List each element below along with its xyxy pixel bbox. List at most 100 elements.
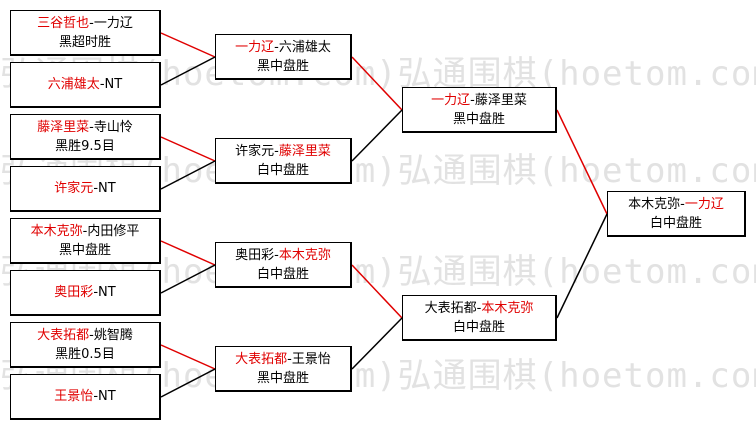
vs-dash: -	[470, 92, 475, 108]
match-players: 许家元-藤泽里菜	[235, 142, 331, 161]
match-players: 大表拓都-姚智腾	[37, 326, 133, 345]
player-name: 许家元	[54, 181, 94, 196]
round1-match-box: 六浦雄太-NT	[10, 62, 161, 108]
match-result: 黑中盘胜	[58, 242, 111, 258]
player-name: 一力辽	[93, 15, 133, 31]
match-result: 白中盘胜	[256, 266, 309, 282]
vs-dash: -	[93, 389, 99, 404]
player-name: 六浦雄太	[278, 39, 331, 55]
round1-match-box: 三谷哲也-一力辽黑超时胜	[10, 10, 161, 56]
vs-dash: -	[274, 143, 279, 159]
player-name: 一力辽	[235, 39, 275, 55]
round1-match-box: 藤泽里菜-寺山怜黑胜9.5目	[10, 114, 161, 160]
connector	[556, 213, 608, 319]
vs-dash: -	[82, 223, 88, 239]
round1-match-box: 本木克弥-内田修平黑中盘胜	[10, 218, 161, 264]
winner-connector	[351, 264, 403, 319]
player-name: 藤泽里菜	[37, 119, 90, 135]
player-name: 三谷哲也	[37, 15, 90, 31]
player-name: NT	[98, 285, 116, 300]
vs-dash: -	[89, 15, 94, 31]
match-result: 白中盘胜	[256, 162, 309, 178]
match-players: 奥田彩-本木克弥	[235, 246, 331, 265]
player-name: 六浦雄太	[47, 77, 100, 92]
player-name: 大表拓都	[235, 351, 288, 367]
round2-match-box: 奥田彩-本木克弥白中盘胜	[215, 242, 352, 288]
match-players: 三谷哲也-一力辽	[37, 14, 133, 33]
player-name: 许家元	[235, 143, 275, 159]
match-players: 一力辽-藤泽里菜	[431, 91, 527, 110]
winner-connector	[556, 109, 608, 215]
round2-match-box: 大表拓都-王景怡黑中盘胜	[215, 346, 352, 392]
match-result: 黑中盘胜	[452, 111, 505, 127]
player-name: 寺山怜	[93, 119, 133, 135]
player-name: 本木克弥	[628, 196, 681, 212]
match-players: 大表拓都-王景怡	[235, 350, 331, 369]
player-name: 王景怡	[291, 351, 331, 367]
match-players: 六浦雄太-NT	[48, 75, 122, 94]
round3-match-box: 一力辽-藤泽里菜黑中盘胜	[402, 87, 557, 133]
match-result: 黑胜9.5目	[55, 138, 115, 154]
connector	[160, 264, 216, 294]
player-name: NT	[98, 389, 116, 404]
vs-dash: -	[476, 300, 482, 316]
player-name: 本木克弥	[481, 300, 534, 316]
match-result: 黑胜0.5目	[55, 346, 115, 362]
match-result: 白中盘胜	[452, 319, 505, 335]
connector	[160, 56, 216, 86]
match-players: 本木克弥-一力辽	[628, 195, 724, 214]
match-result: 黑超时胜	[58, 34, 111, 50]
match-players: 大表拓都-本木克弥	[425, 299, 534, 318]
player-name: 姚智腾	[93, 327, 133, 343]
vs-dash: -	[680, 196, 685, 212]
match-players: 一力辽-六浦雄太	[235, 38, 331, 57]
player-name: 本木克弥	[278, 247, 331, 263]
player-name: 藤泽里菜	[278, 143, 331, 159]
vs-dash: -	[274, 39, 279, 55]
round1-match-box: 奥田彩-NT	[10, 270, 161, 316]
vs-dash: -	[287, 351, 292, 367]
player-name: 本木克弥	[30, 223, 83, 239]
round1-match-box: 许家元-NT	[10, 166, 161, 212]
vs-dash: -	[99, 77, 105, 92]
player-name: 奥田彩	[54, 285, 94, 300]
round1-match-box: 大表拓都-姚智腾黑胜0.5目	[10, 322, 161, 368]
winner-connector	[160, 32, 216, 58]
vs-dash: -	[93, 181, 99, 196]
player-name: NT	[98, 181, 116, 196]
vs-dash: -	[89, 327, 94, 343]
match-result: 白中盘胜	[649, 215, 702, 231]
round3-match-box: 大表拓都-本木克弥白中盘胜	[402, 295, 557, 341]
match-players: 奥田彩-NT	[54, 283, 115, 302]
player-name: 藤泽里菜	[474, 92, 527, 108]
connector	[351, 109, 403, 162]
winner-connector	[160, 136, 216, 162]
connector	[160, 160, 216, 190]
vs-dash: -	[89, 119, 94, 135]
match-players: 藤泽里菜-寺山怜	[37, 118, 133, 137]
round2-match-box: 许家元-藤泽里菜白中盘胜	[215, 138, 352, 184]
player-name: 一力辽	[684, 196, 724, 212]
match-players: 许家元-NT	[54, 179, 115, 198]
round1-match-box: 王景怡-NT	[10, 374, 161, 420]
vs-dash: -	[274, 247, 279, 263]
connector	[160, 368, 216, 398]
winner-connector	[351, 56, 403, 111]
match-result: 黑中盘胜	[256, 58, 309, 74]
match-players: 本木克弥-内田修平	[31, 222, 140, 241]
player-name: 王景怡	[54, 389, 94, 404]
match-players: 王景怡-NT	[54, 387, 115, 406]
winner-connector	[160, 240, 216, 266]
player-name: NT	[104, 77, 123, 92]
player-name: 内田修平	[87, 223, 140, 239]
winner-connector	[160, 344, 216, 370]
match-result: 黑中盘胜	[256, 370, 309, 386]
round2-match-box: 一力辽-六浦雄太黑中盘胜	[215, 34, 352, 80]
player-name: 大表拓都	[424, 300, 477, 316]
vs-dash: -	[93, 285, 99, 300]
player-name: 大表拓都	[37, 327, 90, 343]
final-match-box: 本木克弥-一力辽白中盘胜	[607, 191, 746, 237]
connector	[351, 317, 403, 370]
